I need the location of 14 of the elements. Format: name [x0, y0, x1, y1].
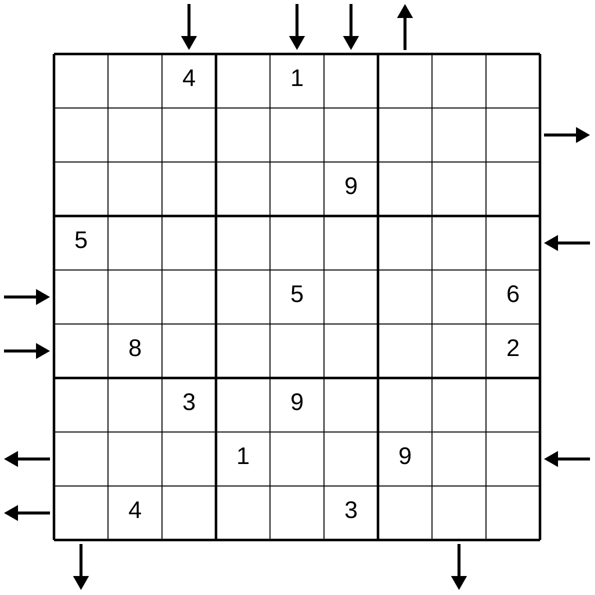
given-digit: 6	[505, 280, 521, 310]
given-digit: 5	[73, 226, 89, 256]
given-digit: 3	[343, 496, 359, 526]
given-digit: 1	[289, 64, 305, 94]
given-digit: 4	[181, 64, 197, 94]
given-digit: 3	[181, 388, 197, 418]
given-digit: 9	[289, 388, 305, 418]
given-digit: 5	[289, 280, 305, 310]
given-digit: 9	[343, 172, 359, 202]
given-digit: 1	[235, 442, 251, 472]
given-digit: 8	[127, 334, 143, 364]
given-digit: 4	[127, 496, 143, 526]
given-digit: 2	[505, 334, 521, 364]
given-digit: 9	[397, 442, 413, 472]
